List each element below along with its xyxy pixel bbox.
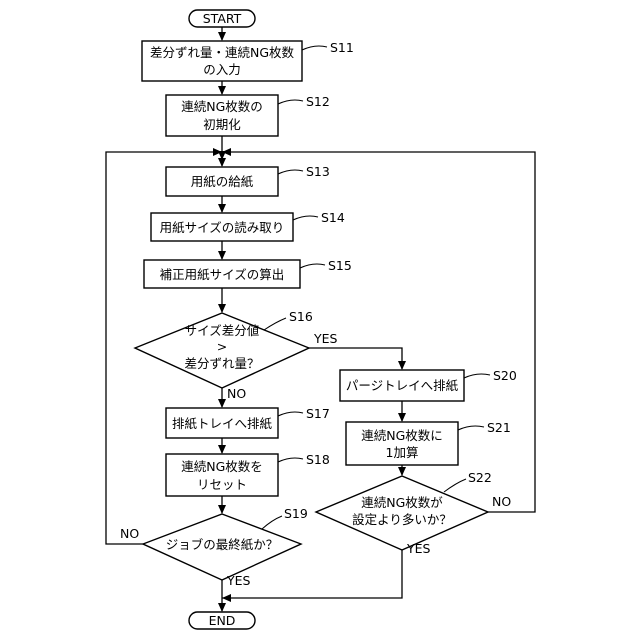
leader-s20 [464, 374, 490, 378]
arrow-into-s11 [218, 32, 226, 41]
s17-line-1: 排紙トレイへ排紙 [172, 416, 273, 431]
process-s12: 連続NG枚数の 初期化 [166, 95, 278, 136]
s16-line-2: > [217, 339, 227, 354]
process-s13: 用紙の給紙 [166, 167, 278, 196]
step-label-s18: S18 [306, 452, 330, 467]
edge-label-s22-yes: YES [406, 541, 431, 556]
leader-s12 [278, 100, 303, 104]
s12-line-2: 初期化 [203, 117, 241, 132]
leader-s18 [278, 458, 303, 462]
s22-line-1: 連続NG枚数が [361, 495, 443, 510]
s15-line-1: 補正用紙サイズの算出 [160, 267, 285, 282]
s22-line-2: 設定より多いか？ [352, 512, 452, 527]
arrow-into-s22 [398, 467, 406, 476]
arrow-into-s12 [218, 86, 226, 95]
terminal-end-text: END [209, 613, 236, 628]
process-s17: 排紙トレイへ排紙 [166, 408, 278, 438]
edge-label-s19-yes: YES [226, 573, 251, 588]
process-s18: 連続NG枚数を リセット [166, 454, 278, 496]
decision-s19: ジョブの最終紙か？ [143, 514, 301, 580]
s16-line-3: 差分ずれ量？ [184, 356, 259, 371]
leader-s19 [262, 516, 282, 529]
s21-line-1: 連続NG枚数に [361, 428, 443, 443]
step-label-s11: S11 [330, 40, 354, 55]
arrow-into-s17 [218, 399, 226, 408]
arrow-into-s14 [218, 204, 226, 213]
arrow-into-s16 [218, 304, 226, 313]
s11-line-2: の入力 [203, 62, 241, 77]
step-label-s22: S22 [468, 470, 492, 485]
step-label-s19: S19 [284, 506, 308, 521]
step-label-s21: S21 [487, 420, 511, 435]
s11-line-1: 差分ずれ量・連続NG枚数 [150, 45, 295, 60]
leader-s17 [278, 412, 303, 416]
arrow-into-s20 [398, 361, 406, 370]
s20-line-1: パージトレイへ排紙 [346, 378, 459, 393]
terminal-start-text: START [203, 11, 242, 26]
edge-label-s22-no: NO [492, 494, 511, 509]
arrow-into-s19 [218, 505, 226, 514]
decision-s22: 連続NG枚数が 設定より多いか？ [316, 476, 488, 550]
edge-label-s16-yes: YES [313, 331, 338, 346]
arrow-into-s18 [218, 445, 226, 454]
process-s15: 補正用紙サイズの算出 [144, 260, 300, 288]
edge-label-s19-no: NO [120, 526, 139, 541]
step-label-s15: S15 [328, 258, 352, 273]
arrow-into-s13 [218, 158, 226, 167]
arrow-into-end [218, 603, 226, 612]
leader-s11 [302, 46, 327, 50]
s18-line-2: リセット [197, 477, 247, 492]
step-label-s17: S17 [306, 406, 330, 421]
leader-s13 [278, 170, 303, 174]
step-label-s14: S14 [321, 210, 345, 225]
step-label-s20: S20 [493, 368, 517, 383]
leader-s22 [444, 479, 466, 492]
decision-s16: サイズ差分値 > 差分ずれ量？ [135, 313, 309, 388]
step-label-s13: S13 [306, 164, 330, 179]
terminal-end: END [189, 612, 255, 629]
leader-s14 [293, 216, 318, 220]
process-s11: 差分ずれ量・連続NG枚数 の入力 [142, 41, 302, 81]
terminal-start: START [189, 10, 255, 27]
process-s20: パージトレイへ排紙 [340, 370, 464, 401]
s14-line-1: 用紙サイズの読み取り [160, 220, 285, 235]
s18-line-1: 連続NG枚数を [181, 459, 263, 474]
step-label-s12: S12 [306, 94, 330, 109]
leader-s15 [300, 264, 325, 268]
process-s14: 用紙サイズの読み取り [151, 213, 293, 241]
edge-label-s16-no: NO [227, 386, 246, 401]
arrow-s22-yes-join [222, 594, 231, 602]
edge-s16-s20 [309, 348, 402, 369]
process-s21: 連続NG枚数に 1加算 [346, 422, 458, 465]
s21-line-2: 1加算 [386, 445, 419, 460]
leader-s16 [264, 318, 286, 330]
arrow-into-s21 [398, 413, 406, 422]
s12-line-1: 連続NG枚数の [181, 99, 263, 114]
s13-line-1: 用紙の給紙 [191, 174, 254, 189]
step-label-s16: S16 [289, 309, 313, 324]
leader-s21 [458, 426, 484, 430]
s19-line-1: ジョブの最終紙か？ [166, 537, 279, 552]
arrow-into-s15 [218, 251, 226, 260]
s16-line-1: サイズ差分値 [185, 323, 260, 338]
